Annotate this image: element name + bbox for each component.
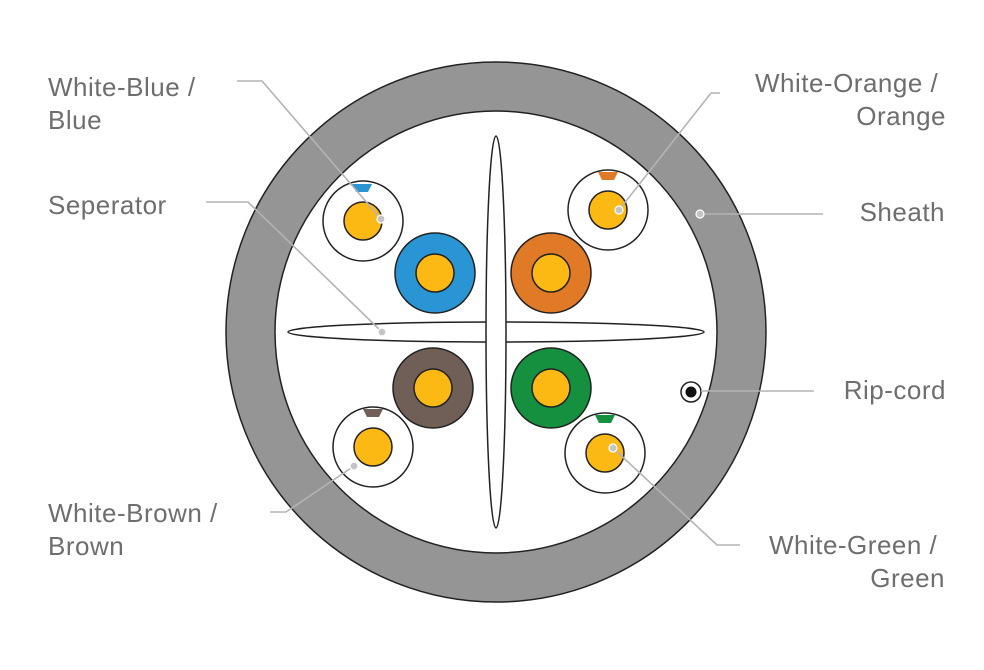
leader-dot-sheath [695,209,705,219]
wire-white-orange [567,169,649,251]
label-white-orange-line2: Orange [856,101,946,131]
wire-white-green [564,412,646,494]
label-white-green-line2: Green [870,563,945,593]
wire-orange [510,232,592,314]
stripe-brown [363,409,383,417]
leader-white-brown [270,465,355,513]
wire-white-blue [322,180,404,262]
label-sheath: Sheath [860,197,945,227]
wire-green [510,347,592,429]
label-white-green: White-Green / Green [769,530,945,593]
label-white-orange: White-Orange / Orange [755,68,946,131]
leader-white-orange [618,92,720,211]
leader-separator [206,201,383,333]
label-white-blue: White-Blue / Blue [48,72,203,135]
leader-white-green [612,447,740,546]
label-white-brown-line2: Brown [48,531,124,561]
leader-dot-white-orange [614,205,624,215]
leader-dot-white-blue [376,214,386,224]
leader-white-blue [237,80,382,220]
separator-vertical [485,135,507,529]
stripe-orange [598,172,618,180]
label-rip-cord: Rip-cord [844,375,946,405]
label-white-brown: White-Brown / Brown [48,498,226,561]
label-white-blue-line1: White-Blue / [48,72,196,102]
leader-dot-separator [377,327,387,337]
stripe-green [595,415,615,423]
leader-dot-white-brown [349,461,359,471]
label-white-green-line1: White-Green / [769,530,938,560]
label-white-brown-line1: White-Brown / [48,498,218,528]
leader-dot-white-green [608,443,618,453]
rip-cord [680,381,702,403]
wire-white-brown [332,406,414,488]
wire-brown [392,347,474,429]
label-white-blue-line2: Blue [48,105,102,135]
label-separator: Seperator [48,190,167,220]
label-white-orange-line1: White-Orange / [755,68,939,98]
wire-blue [394,232,476,314]
